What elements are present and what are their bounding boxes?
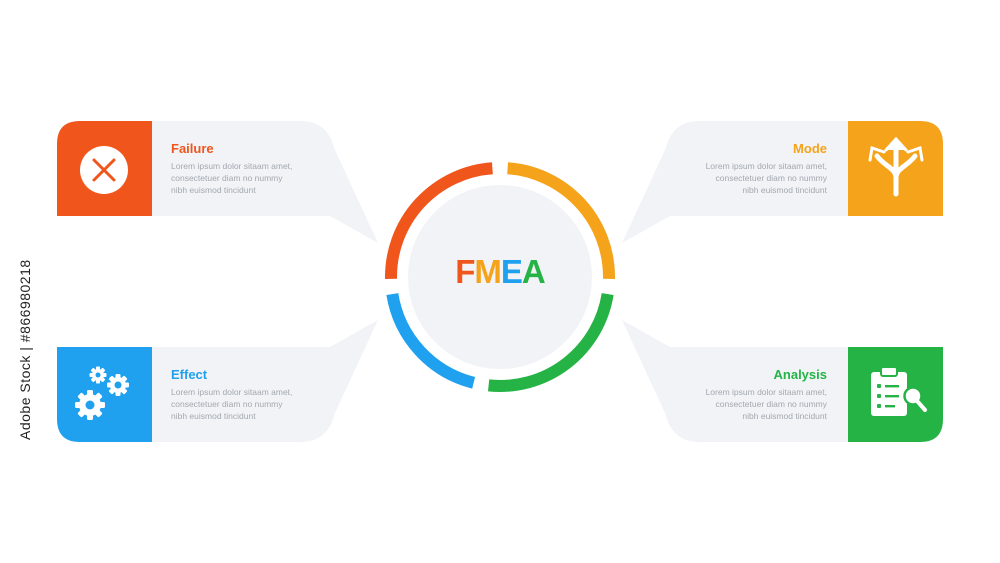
mode-body: Lorem ipsum dolor sitaam amet, consectet… xyxy=(677,160,827,196)
analysis-title: Analysis xyxy=(773,367,827,382)
analysis-body-line: Lorem ipsum dolor sitaam amet, xyxy=(705,387,827,397)
effect-body-line: nibh euismod tincidunt xyxy=(171,411,256,421)
effect-body-line: Lorem ipsum dolor sitaam amet, xyxy=(171,387,293,397)
center-title: FMEA xyxy=(400,253,600,291)
close-circle-icon xyxy=(80,146,128,194)
failure-title: Failure xyxy=(171,141,214,156)
ring-segment-failure xyxy=(385,162,493,280)
center-letter-f: F xyxy=(455,253,475,290)
analysis-body-line: consectetuer diam no nummy xyxy=(715,399,828,409)
mode-body-line: nibh euismod tincidunt xyxy=(742,185,827,195)
analysis-body: Lorem ipsum dolor sitaam amet, consectet… xyxy=(677,386,827,422)
clipboard-search-icon xyxy=(871,366,927,416)
mode-title: Mode xyxy=(793,141,827,156)
analysis-panel xyxy=(622,320,850,442)
center-letter-e: E xyxy=(500,253,523,290)
center-letter-a: A xyxy=(521,253,546,290)
mode-body-line: consectetuer diam no nummy xyxy=(715,173,828,183)
watermark-text: Adobe Stock | #866980218 xyxy=(17,259,33,440)
mode-body-line: Lorem ipsum dolor sitaam amet, xyxy=(705,161,827,171)
failure-panel xyxy=(150,121,378,243)
effect-panel xyxy=(150,320,378,442)
mode-panel xyxy=(622,121,850,243)
analysis-body-line: nibh euismod tincidunt xyxy=(742,411,827,421)
gears-icon xyxy=(75,366,129,420)
center-letter-m: M xyxy=(474,253,501,290)
failure-body-line: Lorem ipsum dolor sitaam amet, xyxy=(171,161,293,171)
effect-title: Effect xyxy=(171,367,208,382)
failure-body: Lorem ipsum dolor sitaam amet, consectet… xyxy=(171,160,321,196)
failure-body-line: consectetuer diam no nummy xyxy=(171,173,283,183)
diverging-arrows-icon xyxy=(868,136,924,197)
ring-segment-mode xyxy=(507,162,615,280)
center-circle xyxy=(408,185,592,369)
effect-tab xyxy=(57,347,152,442)
ring xyxy=(385,162,615,392)
effect-body-line: consectetuer diam no nummy xyxy=(171,399,283,409)
effect-body: Lorem ipsum dolor sitaam amet, consectet… xyxy=(171,386,321,422)
ring-segment-effect xyxy=(386,293,476,389)
failure-body-line: nibh euismod tincidunt xyxy=(171,185,256,195)
ring-segment-analysis xyxy=(487,293,614,392)
